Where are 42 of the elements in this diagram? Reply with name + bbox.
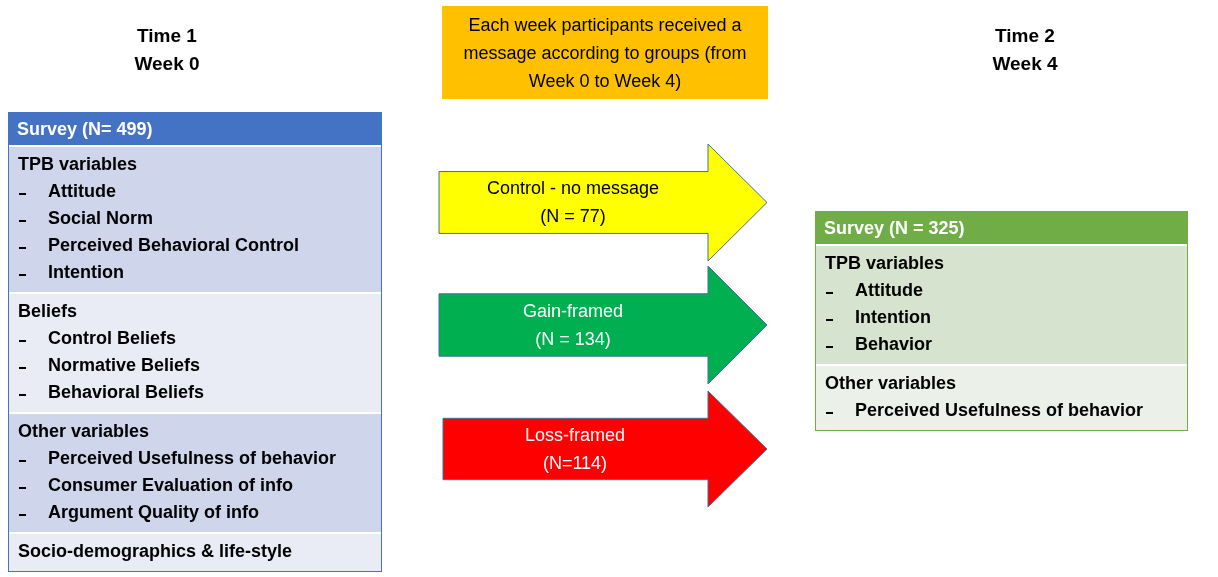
- survey-panel: [815, 211, 1188, 431]
- list-item: Intention: [18, 259, 124, 286]
- list-item: Behavioral Beliefs: [18, 379, 205, 406]
- list-item: Consumer Evaluation of info: [18, 472, 293, 499]
- section-heading: TPB variables: [825, 252, 945, 275]
- header-band: Survey (N= 499): [9, 113, 381, 145]
- arrow-label: Gain-framed: [522, 300, 623, 323]
- list-item: Perceived Behavioral Control: [18, 232, 300, 259]
- list-item: Control Beliefs: [18, 325, 176, 352]
- section-heading: Socio-demographics & life-style: [18, 540, 293, 563]
- list-item: Perceived Usefulness of behavior: [825, 397, 1144, 424]
- section-panel: [9, 147, 381, 292]
- section-heading: Beliefs: [18, 300, 78, 323]
- section-panel: [9, 294, 381, 412]
- list-item: Attitude: [825, 277, 923, 304]
- section-panel: [816, 246, 1187, 364]
- list-item: Attitude: [18, 178, 116, 205]
- section-heading: TPB variables: [18, 153, 138, 176]
- arrow-label: (N = 77): [540, 205, 606, 229]
- message-box: Each week participants received a message according to groups (from Week 0 to Week 4): [442, 6, 768, 99]
- section-panel: [9, 534, 381, 571]
- list-item: Normative Beliefs: [18, 352, 201, 379]
- column-heading: Time 2 Week 4: [991, 24, 1059, 76]
- group-banner: [438, 265, 768, 385]
- survey-panel: [8, 112, 382, 572]
- list-item: Perceived Usefulness of behavior: [18, 445, 337, 472]
- arrow-label: Control - no message: [486, 177, 660, 201]
- section-panel: [9, 414, 381, 532]
- group-banner: [442, 390, 768, 508]
- section-heading: Other variables: [825, 372, 957, 395]
- header-band: Survey (N = 325): [816, 212, 1187, 244]
- list-item: Behavior: [825, 331, 933, 358]
- arrow-label: (N=114): [542, 452, 608, 475]
- section-panel: [816, 366, 1187, 430]
- section-heading: Other variables: [18, 420, 150, 443]
- arrow-label: Loss-framed: [524, 424, 625, 447]
- list-item: Intention: [825, 304, 931, 331]
- list-item: Argument Quality of info: [18, 499, 259, 526]
- list-item: Social Norm: [18, 205, 154, 232]
- group-banner: [438, 143, 768, 262]
- arrow-label: (N = 134): [535, 328, 611, 351]
- column-heading: Time 1 Week 0: [133, 24, 201, 76]
